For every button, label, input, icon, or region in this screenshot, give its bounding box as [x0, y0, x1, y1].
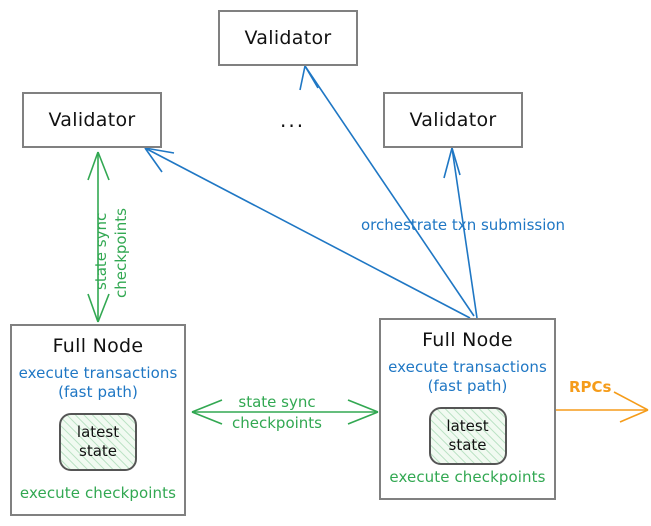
full-node-left-state-box[interactable]: latest state — [59, 413, 137, 471]
edge-rpcs — [556, 391, 649, 423]
validator-right-label: Validator — [409, 109, 497, 131]
full-node-left-state-line-1: latest — [76, 423, 120, 441]
full-node-left-state-line-2: state — [79, 442, 117, 460]
edge-label-state-sync-vertical-line-2: checkpoints — [112, 208, 130, 298]
edge-label-state-sync-horizontal-line-2: checkpoints — [232, 414, 322, 432]
full-node-right-blue-text: execute transactions (fast path) — [388, 358, 547, 396]
edge-label-orchestrate: orchestrate txn submission — [361, 216, 566, 234]
full-node-right-green-footer: execute checkpoints — [389, 468, 546, 486]
full-node-right-box[interactable]: Full Node execute transactions (fast pat… — [379, 318, 556, 500]
validator-top-label: Validator — [244, 27, 332, 49]
full-node-right-state-line-1: latest — [446, 417, 489, 435]
edge-label-state-sync-horizontal-line-1: state sync — [238, 393, 316, 411]
validator-left-box[interactable]: Validator — [22, 92, 162, 148]
full-node-right-state-box[interactable]: latest state — [428, 407, 507, 465]
validator-top-box[interactable]: Validator — [218, 10, 358, 66]
full-node-left-blue-line-2: (fast path) — [58, 383, 138, 401]
full-node-right-state-line-2: state — [448, 436, 487, 454]
full-node-right-title: Full Node — [422, 329, 513, 351]
edge-label-rpcs: RPCs — [569, 378, 612, 396]
validator-right-box[interactable]: Validator — [383, 92, 523, 148]
full-node-left-title: Full Node — [52, 335, 144, 357]
full-node-left-blue-text: execute transactions (fast path) — [19, 364, 178, 402]
full-node-left-blue-line-1: execute transactions — [18, 364, 178, 382]
full-node-right-blue-line-2: (fast path) — [427, 377, 508, 395]
validators-ellipsis: ... — [280, 108, 306, 132]
edge-label-state-sync-horizontal: state sync checkpoints — [232, 392, 322, 434]
full-node-left-box[interactable]: Full Node execute transactions (fast pat… — [10, 324, 186, 516]
validator-left-label: Validator — [48, 109, 136, 131]
edge-label-state-sync-vertical-line-1: state sync — [92, 212, 110, 290]
full-node-left-green-footer: execute checkpoints — [19, 484, 177, 502]
full-node-right-blue-line-1: execute transactions — [388, 358, 547, 376]
